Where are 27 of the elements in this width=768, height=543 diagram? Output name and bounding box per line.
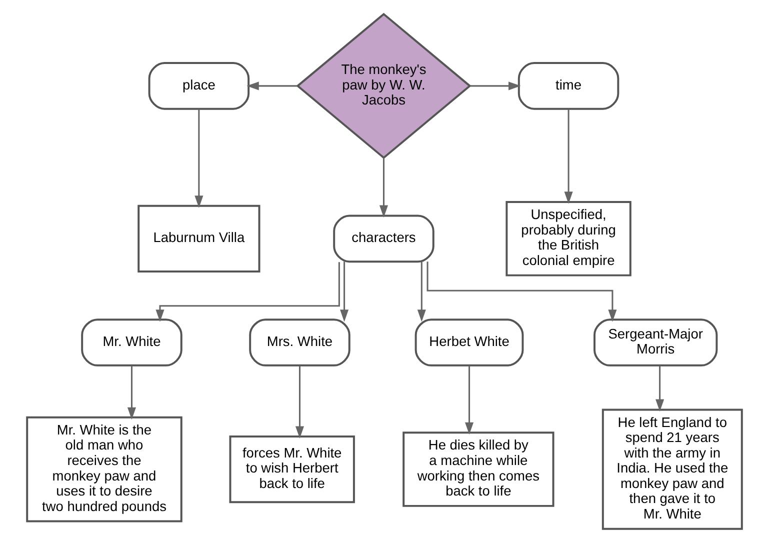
node-box: He dies killed by a machine while working then comes back to life [402, 432, 554, 507]
node-box: He left England to spend 21 years with the army in India. He used the monkey paw and then gave it to Mr. White [601, 408, 742, 530]
arrow [294, 366, 304, 438]
node-box: Mr. White [80, 318, 182, 366]
arrow [246, 82, 297, 90]
node-box: Mrs. White [248, 318, 350, 366]
node-box: Unspecified, probably during the British colonial empire [505, 201, 631, 276]
node-box: Mr. White is the old man who receives the monkey paw and uses it to desire two hundred pounds [26, 416, 182, 522]
node-box: forces Mr. White to wish Herbert back to life [228, 435, 354, 504]
arrow [340, 262, 348, 322]
node-box: time [517, 62, 619, 110]
arrow [464, 366, 474, 435]
arrow [194, 109, 203, 208]
node-box: Laburnum Villa [137, 204, 260, 272]
node-box: Sergeant-Major Morris [593, 318, 718, 366]
arrow [564, 109, 572, 204]
arrow [426, 262, 616, 322]
arrow [126, 366, 136, 420]
arrow [378, 158, 388, 218]
arrow [470, 82, 520, 90]
node-box: characters [332, 214, 434, 263]
node-box: place [148, 62, 250, 110]
arrow [155, 262, 340, 322]
arrow [416, 262, 426, 322]
node-diamond: The monkey's paw by W. W. Jacobs [296, 12, 471, 159]
arrow [655, 366, 664, 412]
node-box: Herbet White [414, 318, 524, 366]
